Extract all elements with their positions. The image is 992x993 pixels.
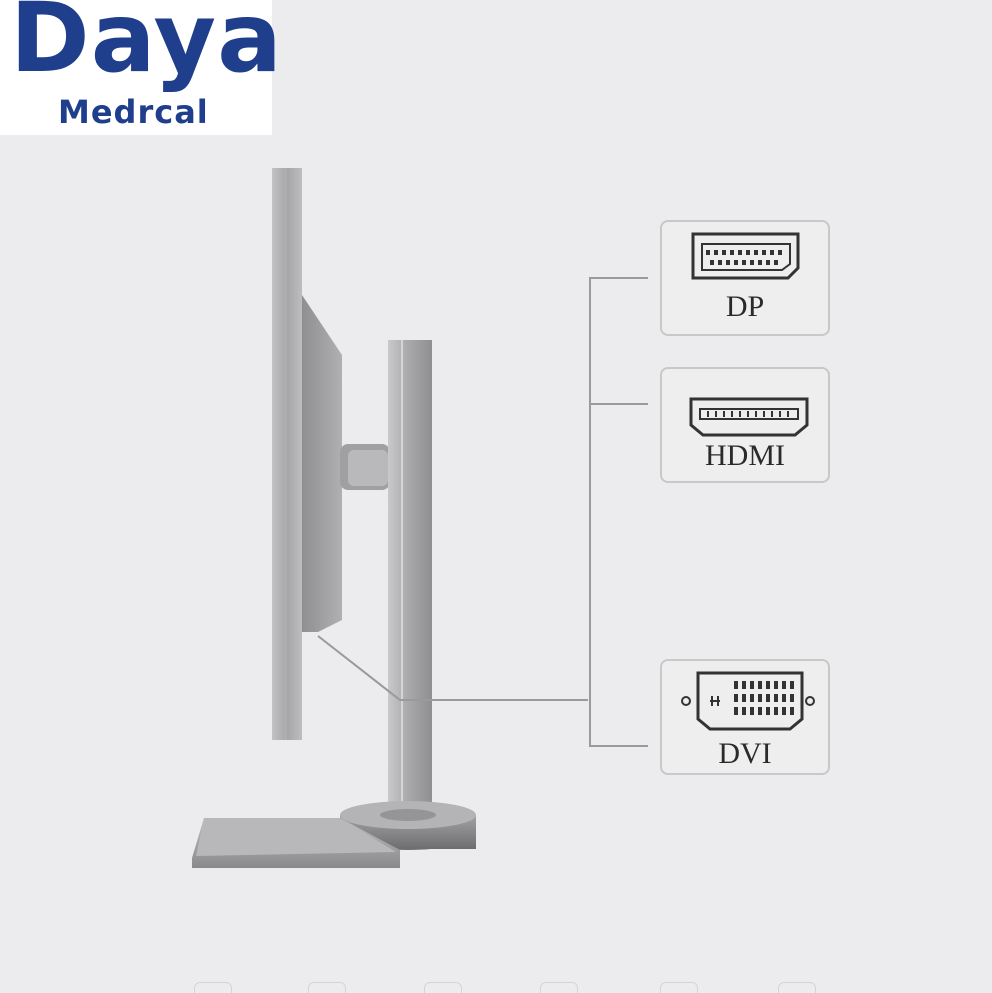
port-card-dp: DP <box>660 220 830 336</box>
port-card-dvi: DVI <box>660 659 830 775</box>
port-label-dvi: DVI <box>718 737 772 770</box>
stand-column <box>388 340 432 820</box>
displayport-connector-icon <box>691 232 800 280</box>
logo-subtitle-text: Medrcal <box>58 93 209 131</box>
brand-logo: Daya Medrcal <box>0 0 283 135</box>
watermark-mark <box>540 982 578 993</box>
logo-brand-text: Daya <box>10 0 283 94</box>
watermark-mark <box>424 982 462 993</box>
watermark-mark <box>778 982 816 993</box>
monitor-panel-edge <box>272 168 302 740</box>
watermark-mark <box>660 982 698 993</box>
monitor-back-housing <box>300 292 342 632</box>
connector-lines <box>317 277 648 747</box>
port-label-dp: DP <box>725 290 765 323</box>
hdmi-connector-icon <box>689 397 809 437</box>
port-card-hdmi: HDMI <box>660 367 830 483</box>
watermark-mark <box>194 982 232 993</box>
watermark-mark <box>308 982 346 993</box>
port-label-hdmi: HDMI <box>705 439 785 472</box>
dvi-connector-icon <box>681 671 815 731</box>
